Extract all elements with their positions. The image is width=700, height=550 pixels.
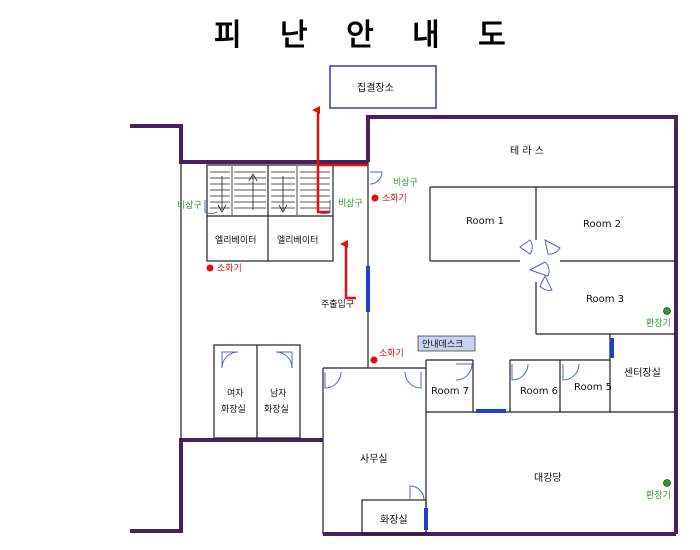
room1-label: Room 1	[466, 216, 504, 227]
door-markers	[366, 266, 614, 530]
elevator1-label: 엘리베이터	[215, 235, 256, 246]
ventilator-label: 환장기	[646, 317, 671, 329]
room7-label: Room 7	[431, 386, 469, 397]
extinguisher-icon	[370, 356, 378, 364]
info-desk-label: 안내데스크	[422, 339, 463, 350]
evacuation-route	[312, 106, 368, 300]
extinguisher-icon	[371, 194, 379, 202]
extinguisher-label: 소화기	[382, 193, 407, 204]
ventilator-icon	[663, 307, 671, 315]
room-terrace-label: 테 라 스	[510, 145, 544, 157]
page-title: 피 난 안 내 도	[214, 18, 520, 53]
ventilator-label: 환장기	[646, 489, 671, 501]
mens-restroom-label-2: 화장실	[264, 404, 289, 415]
stairs	[210, 166, 330, 215]
center-director-label: 센터장실	[624, 367, 661, 379]
room2-label: Room 2	[583, 219, 621, 230]
extinguisher-label: 소화기	[379, 348, 404, 359]
emergency-exit-right: 비상구	[393, 177, 418, 188]
womens-restroom-label-1: 여자	[227, 387, 244, 399]
mens-restroom-label-1: 남자	[270, 388, 287, 399]
office-label: 사무실	[360, 453, 388, 465]
extinguisher-label: 소화기	[217, 263, 242, 274]
emergency-exit-center: 비상구	[338, 198, 363, 209]
assembly-point-box	[329, 65, 437, 109]
inner-walls	[180, 162, 676, 535]
restroom-label: 화장실	[380, 514, 408, 526]
assembly-point-label: 집결장소	[357, 82, 394, 94]
ventilator-icon	[663, 479, 671, 487]
emergency-exit-left: 비상구	[177, 200, 202, 211]
room3-label: Room 3	[586, 294, 624, 305]
room6-label: Room 6	[520, 386, 558, 397]
outer-walls	[130, 115, 678, 536]
door-swings	[204, 171, 580, 501]
extinguisher-icon	[206, 264, 214, 272]
room5-label: Room 5	[574, 382, 612, 393]
womens-restroom-label-2: 화장실	[221, 404, 246, 415]
main-entrance-label: 주출입구	[321, 298, 354, 310]
info-desk-box	[417, 335, 476, 352]
elevator2-label: 엘리베이터	[277, 235, 318, 246]
auditorium-label: 대강당	[534, 472, 562, 484]
